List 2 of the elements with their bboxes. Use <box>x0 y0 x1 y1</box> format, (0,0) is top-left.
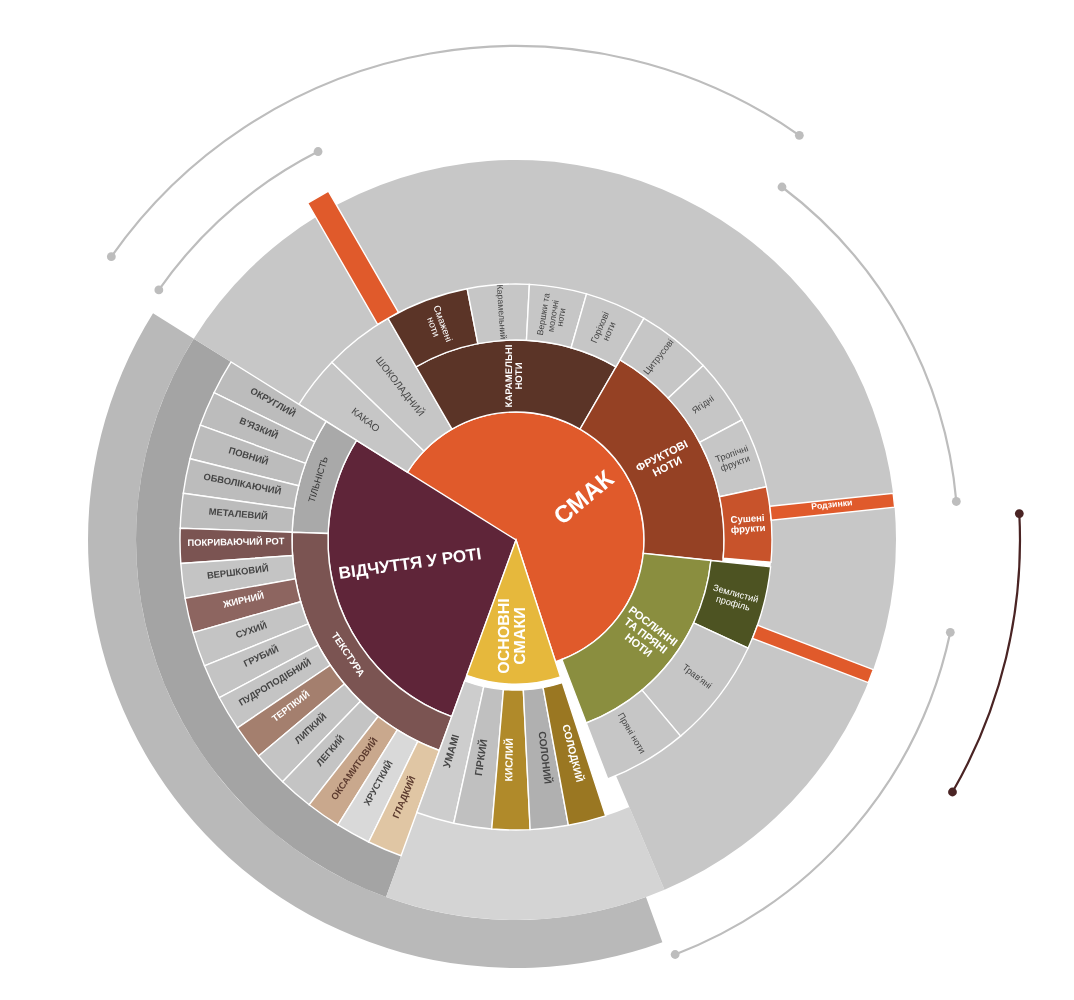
segment-label: ВІДЧУТТЯ У РОТІ <box>338 545 484 584</box>
segment-label: ОСНОВНІ СМАКИ <box>497 596 532 678</box>
